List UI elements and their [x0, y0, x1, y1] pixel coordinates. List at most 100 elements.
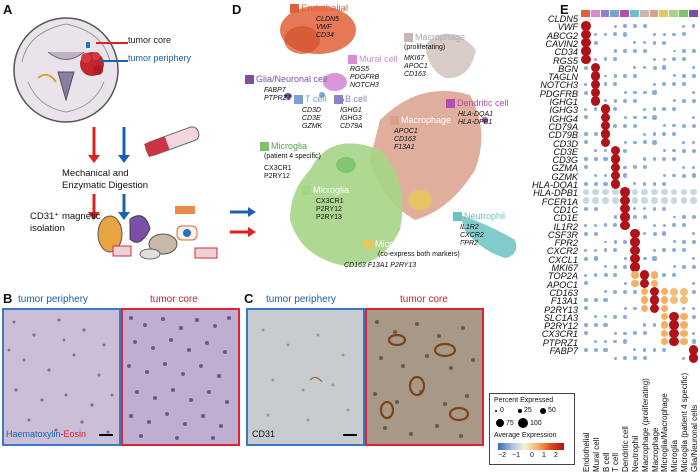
expression-dot — [639, 270, 650, 280]
cluster-macrophage-label: Macrophage — [401, 115, 452, 125]
expression-dot — [590, 79, 601, 89]
expression-dot — [642, 140, 647, 145]
expression-dot — [672, 99, 676, 103]
gene-row-label: FABP7 — [549, 346, 578, 356]
expression-dot — [672, 273, 677, 278]
expression-dot — [593, 132, 598, 136]
cluster-microglia-p4-sub: (patient 4 specific) — [264, 153, 321, 160]
expression-dot — [680, 337, 688, 346]
expression-dot — [603, 173, 608, 178]
panel-letter-e: E — [560, 2, 569, 17]
expression-dot — [623, 49, 627, 53]
gene-label: CD163 — [404, 71, 426, 79]
expression-dot — [643, 107, 647, 111]
expression-dot — [603, 57, 608, 62]
expression-dot — [670, 188, 678, 196]
expression-dot — [594, 174, 598, 178]
cd31-periphery-image: CD31 — [246, 308, 365, 446]
expression-dot — [613, 215, 617, 219]
legend-swatch-dendritic — [446, 99, 455, 109]
expression-dot — [622, 32, 628, 37]
avg-tick-0: −2 — [498, 452, 506, 459]
cluster-macrophage-genes: APOC1 CD163 F13A1 — [394, 128, 418, 152]
expression-dot — [642, 165, 647, 170]
expression-dot — [613, 82, 618, 87]
expression-dot — [593, 248, 598, 252]
expression-dot — [581, 38, 591, 48]
cluster-bcell-label: B cell — [345, 94, 368, 104]
expression-dot — [613, 339, 618, 344]
gene-row-label: CD163 — [549, 287, 578, 298]
legend-swatch-bcell — [334, 95, 343, 105]
expression-dot — [652, 181, 657, 186]
expression-dot — [652, 132, 657, 136]
celltype-color-chip — [630, 10, 639, 17]
expression-dot — [692, 232, 696, 236]
expression-dot — [613, 106, 618, 112]
expression-dot — [611, 188, 619, 196]
gene-label: APOC1 — [404, 63, 428, 71]
expression-dot — [623, 91, 627, 94]
expression-dot — [653, 223, 656, 227]
expression-dot — [613, 331, 617, 335]
gene-row-label: ABCG2 — [546, 30, 578, 41]
expression-dot — [603, 290, 608, 294]
expression-dot — [691, 314, 696, 319]
expression-dot — [681, 32, 686, 37]
gene-row-label: TOP2A — [548, 271, 578, 282]
expression-dot — [623, 123, 628, 128]
expression-dot — [670, 287, 678, 296]
expression-dot — [680, 321, 688, 329]
expression-dot — [681, 82, 687, 87]
expression-dot — [691, 123, 696, 128]
legend-swatch-tcell — [294, 95, 303, 105]
umap-plot — [280, 6, 517, 266]
expression-dot — [669, 336, 679, 347]
expression-dot — [623, 264, 628, 269]
gene-label: FABP7 — [264, 87, 286, 94]
gene-row-label: HLA-DPB1 — [533, 188, 578, 199]
expression-dot — [583, 331, 589, 336]
expression-dot — [643, 348, 647, 352]
celltype-column-label: Macrophage — [650, 427, 660, 472]
expression-dot — [593, 40, 598, 45]
gene-label: IL1R2 — [460, 224, 479, 231]
expression-dot — [623, 115, 627, 119]
expression-dot — [662, 124, 666, 128]
panel-letter-a: A — [3, 2, 13, 17]
expression-dot — [682, 215, 686, 219]
expression-dot — [584, 206, 588, 211]
gene-row-label: IL1R2 — [553, 221, 578, 232]
expression-dot — [652, 140, 657, 145]
expression-dot — [604, 265, 607, 269]
expression-dot — [613, 223, 618, 228]
expression-dot — [603, 347, 608, 352]
he-stain-label: Haematoxylin-Eosin — [6, 429, 86, 440]
expression-dot — [652, 65, 657, 70]
expression-dot — [682, 306, 686, 310]
expression-dot — [691, 331, 696, 335]
cluster-macro-prolif-label: Macrophage — [415, 32, 466, 42]
expression-dot — [613, 248, 618, 253]
expression-dot — [613, 314, 618, 319]
expression-dot — [583, 140, 588, 145]
avg-tick-3: 1 — [542, 452, 546, 459]
expression-dot — [682, 74, 686, 78]
expression-dot — [652, 82, 657, 86]
expression-dot — [594, 32, 598, 37]
he-core-image — [121, 308, 240, 446]
expression-dot — [594, 315, 598, 319]
c-periphery-label: tumor periphery — [266, 294, 337, 305]
expression-dot — [691, 165, 696, 169]
legend-pct-50: 50 — [548, 407, 556, 414]
expression-dot — [652, 248, 657, 252]
expression-dot — [584, 82, 588, 86]
gene-row-label: PTPRZ1 — [542, 337, 578, 348]
gene-label: CD3E — [302, 115, 321, 123]
expression-dot — [672, 223, 677, 228]
legend-swatch-endothelial — [290, 4, 299, 14]
expression-dot — [584, 248, 588, 252]
legend-swatch-macrophage — [390, 116, 399, 126]
legend-dot-75 — [496, 419, 504, 427]
